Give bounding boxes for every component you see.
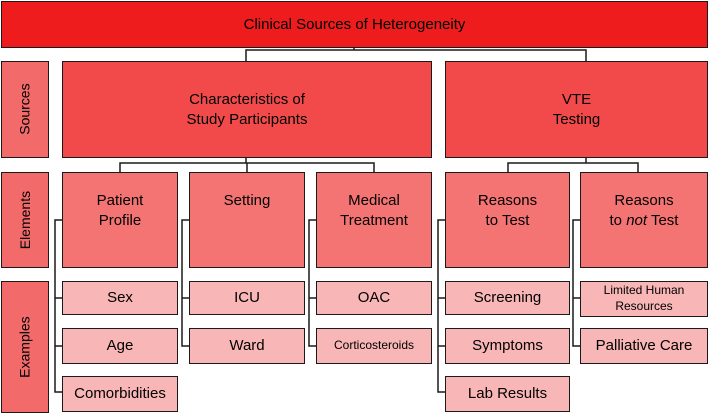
source-study-participants: Characteristics of Study Participants <box>62 61 432 158</box>
element-reasons-to-test-label: Reasons to Test <box>477 192 538 229</box>
element-reasons-to-test: Reasons to Test <box>445 172 570 268</box>
connector-reasons-test-examples <box>437 219 445 393</box>
example-sex: Sex <box>62 281 178 315</box>
reasons-not-part1: Reasons to <box>609 192 674 229</box>
diagram-title-text: Clinical Sources of Heterogeneity <box>243 15 466 33</box>
connector-title-sources <box>245 49 587 61</box>
example-screening: Screening <box>445 281 570 315</box>
row-label-examples: Examples <box>1 281 49 413</box>
example-comorbidities: Comorbidities <box>62 376 178 412</box>
example-limited-human-resources: Limited Human Resources <box>580 281 708 317</box>
connector-source2-elements <box>507 162 639 172</box>
row-label-sources: Sources <box>1 61 49 158</box>
element-medical-treatment-label: Medical Treatment <box>340 192 408 229</box>
example-age-label: Age <box>106 337 134 355</box>
example-comorbidities-label: Comorbidities <box>74 385 166 403</box>
element-setting-label: Setting <box>223 192 271 209</box>
element-patient-profile: Patient Profile <box>62 172 178 268</box>
source-study-participants-label: Characteristics of Study Participants <box>186 91 308 128</box>
connector-patient-profile-examples <box>54 219 62 393</box>
example-oac-label: OAC <box>357 289 391 307</box>
example-lab-results-label: Lab Results <box>467 385 548 403</box>
example-oac: OAC <box>316 281 432 315</box>
row-label-examples-text: Examples <box>16 316 33 378</box>
example-palliative-care: Palliative Care <box>580 328 708 364</box>
source-vte-testing-label: VTE Testing <box>552 91 601 128</box>
example-ward-label: Ward <box>229 337 265 355</box>
example-corticosteroids-label: Corticosteroids <box>333 338 415 353</box>
row-label-elements-text: Elements <box>16 190 33 250</box>
example-symptoms-label: Symptoms <box>472 337 543 355</box>
element-medical-treatment: Medical Treatment <box>316 172 432 268</box>
example-corticosteroids: Corticosteroids <box>316 328 432 364</box>
source-vte-testing: VTE Testing <box>445 61 708 158</box>
element-patient-profile-label: Patient Profile <box>96 192 144 229</box>
example-ward: Ward <box>189 328 305 364</box>
connector-reasons-not-test-examples <box>572 219 580 347</box>
connector-setting-examples <box>181 219 189 347</box>
element-setting: Setting <box>189 172 305 268</box>
example-sex-label: Sex <box>107 289 133 307</box>
example-screening-label: Screening <box>473 289 542 307</box>
example-lab-results: Lab Results <box>445 376 570 412</box>
diagram-title: Clinical Sources of Heterogeneity <box>1 1 708 48</box>
example-limited-human-resources-label: Limited Human Resources <box>603 283 685 313</box>
example-palliative-care-label: Palliative Care <box>595 337 693 355</box>
connector-treatment-examples <box>308 219 316 347</box>
example-icu-label: ICU <box>234 289 260 307</box>
reasons-not-emphasis: not <box>626 211 648 229</box>
reasons-not-part2: Test <box>647 211 679 229</box>
example-symptoms: Symptoms <box>445 328 570 364</box>
row-label-sources-text: Sources <box>16 83 33 136</box>
element-reasons-not-to-test-label: Reasons to not Test <box>610 191 679 230</box>
element-reasons-not-to-test: Reasons to not Test <box>580 172 708 268</box>
row-label-elements: Elements <box>1 172 49 268</box>
example-age: Age <box>62 328 178 364</box>
example-icu: ICU <box>189 281 305 315</box>
